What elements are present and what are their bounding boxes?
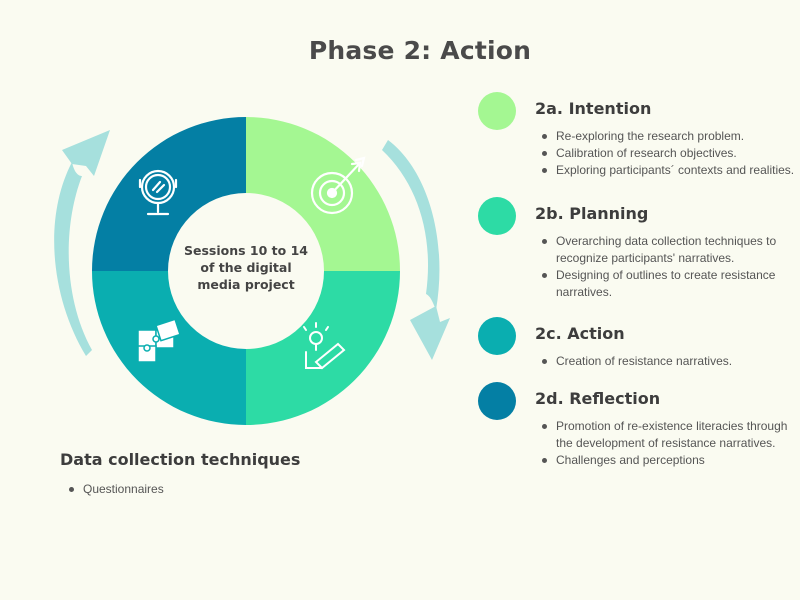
step-title: 2a. Intention xyxy=(535,99,652,118)
quadrant-intention xyxy=(246,117,400,271)
target-icon xyxy=(310,156,366,215)
cycle-arrow-right xyxy=(382,140,450,360)
list-item: Creation of resistance narratives. xyxy=(533,353,798,370)
idea-pencil-icon xyxy=(303,322,346,370)
data-collection-title: Data collection techniques xyxy=(60,450,301,469)
list-item: Designing of outlines to create resistan… xyxy=(533,267,798,301)
list-item: Overarching data collection techniques t… xyxy=(533,233,798,267)
step-title: 2d. Reflection xyxy=(535,389,661,408)
list-item: Exploring participants´ contexts and rea… xyxy=(533,162,798,179)
list-item: Challenges and perceptions xyxy=(533,452,798,469)
cycle-arrow-left xyxy=(54,130,110,356)
mirror-icon xyxy=(138,169,178,216)
action-dot xyxy=(478,317,516,355)
list-item: Calibration of research objectives. xyxy=(533,145,798,162)
cycle-diagram xyxy=(54,117,450,425)
puzzle-icon xyxy=(137,318,181,363)
page-title: Phase 2: Action xyxy=(308,36,532,65)
step-list: Promotion of re-existence literacies thr… xyxy=(533,418,798,469)
step-list: Creation of resistance narratives. xyxy=(533,353,798,370)
reflection-dot xyxy=(478,382,516,420)
step-title: 2b. Planning xyxy=(535,204,649,223)
list-item: Promotion of re-existence literacies thr… xyxy=(533,418,798,452)
list-item: Questionnaires xyxy=(60,481,300,498)
step-list: Re-exploring the research problem. Calib… xyxy=(533,128,798,179)
center-label: Sessions 10 to 14 of the digital media p… xyxy=(184,243,308,292)
intention-dot xyxy=(478,92,516,130)
step-list: Overarching data collection techniques t… xyxy=(533,233,798,301)
quadrant-planning xyxy=(246,271,400,425)
data-collection-list: Questionnaires xyxy=(60,481,300,498)
data-collection-section: Data collection techniques Questionnaire… xyxy=(60,450,300,498)
planning-dot xyxy=(478,197,516,235)
list-item: Re-exploring the research problem. xyxy=(533,128,798,145)
step-title: 2c. Action xyxy=(535,324,625,343)
